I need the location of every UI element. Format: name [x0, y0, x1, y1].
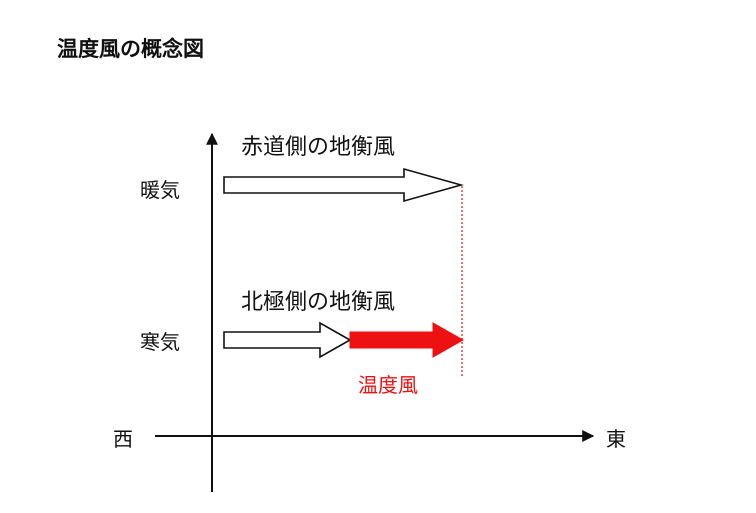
- west-label: 西: [113, 427, 133, 451]
- cold-air-label: 寒気: [140, 330, 180, 354]
- east-label: 東: [606, 427, 626, 451]
- equator-side-wind-arrow: [223, 167, 464, 203]
- thermal-wind-label: 温度風: [358, 373, 418, 397]
- pole-side-wind-arrow: [223, 321, 352, 359]
- diagram-title: 温度風の概念図: [57, 37, 204, 61]
- pole-wind-label: 北極側の地衡風: [241, 290, 396, 315]
- warm-air-label: 暖気: [140, 178, 180, 202]
- thermal-wind-arrow: [349, 322, 465, 358]
- equator-wind-label: 赤道側の地衡風: [241, 135, 396, 160]
